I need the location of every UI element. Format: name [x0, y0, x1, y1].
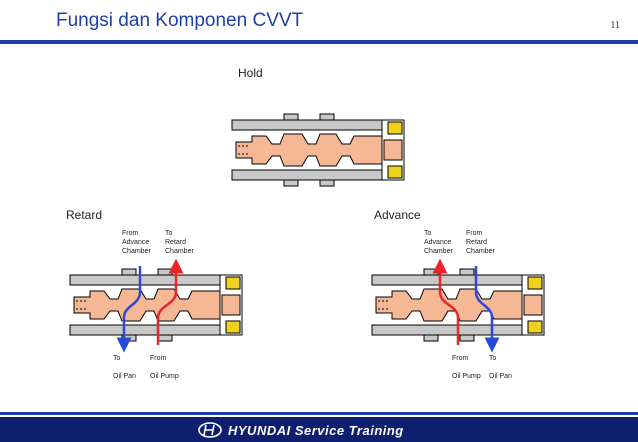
retard-from-label: From	[150, 355, 167, 362]
page-number: 11	[610, 20, 620, 31]
advance-label: Advance	[374, 208, 421, 222]
advance-red-flow	[432, 258, 460, 345]
page-title: Fungsi dan Komponen CVVT	[56, 10, 304, 31]
retard-oil-pump-label: Oil Pump	[150, 373, 179, 380]
footer-rule	[0, 412, 638, 415]
footer-band	[0, 417, 638, 442]
advance-from-label: From	[452, 355, 469, 362]
retard-blue-flow	[116, 266, 142, 353]
footer: HYUNDAI Service Training	[0, 400, 638, 442]
retard-to-retard-label: To Retard Chamber	[165, 230, 194, 255]
retard-label: Retard	[66, 208, 103, 222]
hold-valve	[231, 113, 405, 187]
hold-label: Hold	[238, 66, 263, 80]
retard-oil-pan-label: Oil Pan	[113, 373, 136, 380]
advance-oil-pump-label: Oil Pump	[452, 373, 481, 380]
hyundai-logo: HYUNDAI Service Training	[198, 420, 404, 440]
retard-to-label: To	[113, 355, 121, 362]
advance-oil-pan-label: Oil Pan	[489, 373, 512, 380]
retard-red-flow	[156, 258, 184, 345]
advance-blue-flow	[474, 266, 500, 353]
footer-brand-text: HYUNDAI Service Training	[228, 422, 404, 438]
hyundai-h-icon	[198, 422, 222, 438]
cvvt-diagrams	[69, 113, 545, 353]
title-underline	[0, 40, 638, 44]
advance-to-label: To	[489, 355, 497, 362]
advance-to-advance-label: To Advance Chamber	[424, 230, 453, 255]
retard-valve	[69, 268, 243, 342]
advance-from-retard-label: From Retard Chamber	[466, 230, 495, 255]
retard-from-advance-label: From Advance Chamber	[122, 230, 151, 255]
